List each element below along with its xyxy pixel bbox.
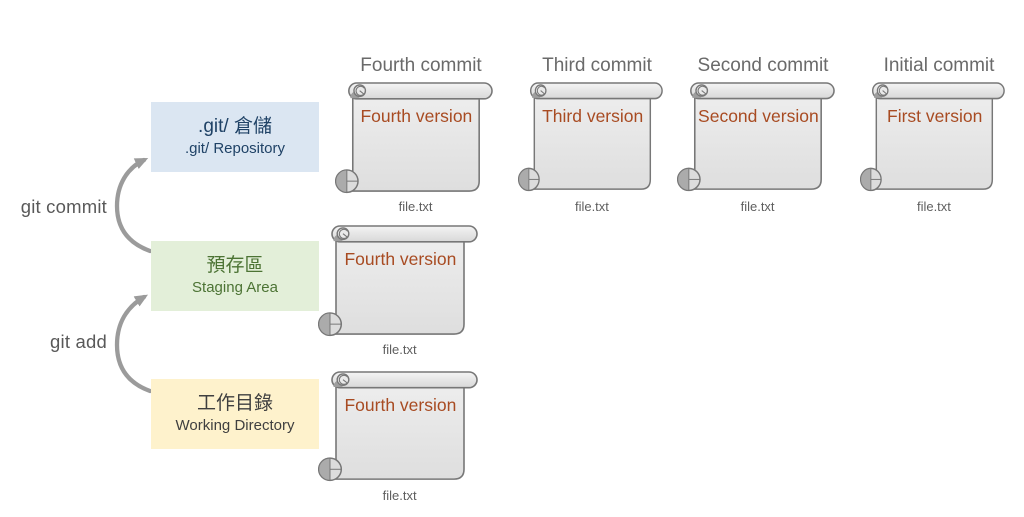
git-add-arrow (114, 294, 153, 394)
staging-area-box: 預存區 Staging Area (151, 241, 319, 311)
repository-label-en: .git/ Repository (184, 140, 286, 157)
commit-title-second: Second commit (697, 55, 829, 76)
git-commit-label: git commit (20, 196, 107, 217)
repository-label-zh: .git/ 倉儲 (198, 116, 272, 137)
version-text: First version (887, 106, 983, 126)
filename-label: file.txt (574, 199, 609, 214)
version-text: Second version (698, 106, 819, 126)
filename-label: file.txt (398, 199, 433, 214)
version-text: Fourth version (344, 249, 457, 269)
staging-area-label-zh: 預存區 (206, 255, 264, 276)
scroll-shape-icon (518, 82, 663, 192)
working-directory-box: 工作目錄 Working Directory (151, 379, 319, 449)
version-text: Fourth version (344, 395, 457, 415)
scroll-shape-icon (677, 82, 835, 192)
file-scroll-staging-area: Fourth version file.txt (318, 225, 478, 357)
file-scroll-fourth-commit: Fourth version file.txt (335, 82, 493, 214)
filename-label: file.txt (740, 199, 775, 214)
scroll-shape-icon (860, 82, 1005, 192)
version-text: Third version (542, 106, 644, 126)
file-scroll-working-directory: Fourth version file.txt (318, 371, 478, 503)
filename-label: file.txt (382, 342, 417, 357)
commit-title-fourth: Fourth commit (360, 55, 482, 76)
working-directory-label-en: Working Directory (175, 417, 295, 434)
scroll-shape-icon (318, 371, 478, 482)
scroll-shape-icon (318, 225, 478, 337)
staging-area-label-en: Staging Area (192, 279, 278, 296)
filename-label: file.txt (382, 488, 417, 503)
repository-box: .git/ 倉儲 .git/ Repository (151, 102, 319, 172)
version-text: Fourth version (360, 106, 473, 126)
commit-title-third: Third commit (542, 55, 652, 76)
filename-label: file.txt (916, 199, 951, 214)
git-commit-arrow (114, 157, 153, 254)
file-scroll-initial-commit: First version file.txt (860, 82, 1005, 214)
working-directory-label-zh: 工作目錄 (196, 393, 273, 414)
scroll-shape-icon (335, 82, 493, 194)
file-scroll-second-commit: Second version file.txt (677, 82, 835, 214)
file-scroll-third-commit: Third version file.txt (518, 82, 663, 214)
git-add-label: git add (50, 331, 107, 352)
commit-title-initial: Initial commit (883, 55, 995, 76)
